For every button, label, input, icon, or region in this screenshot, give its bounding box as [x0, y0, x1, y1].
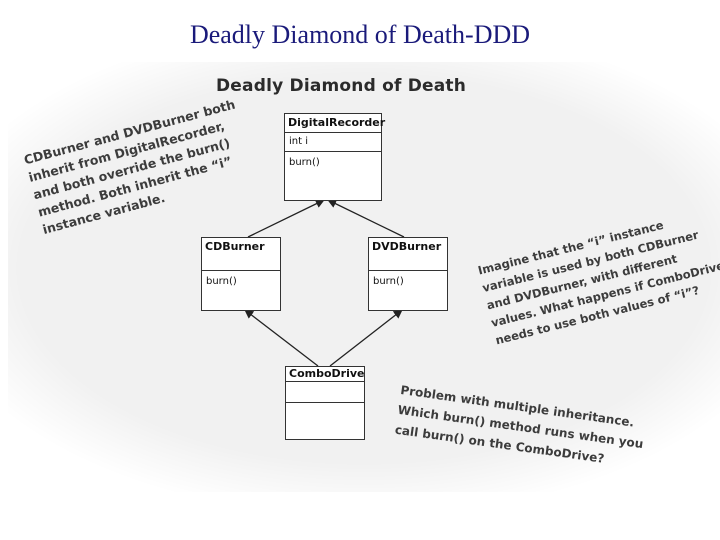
- class-attribute-section: [286, 382, 364, 403]
- class-name: DVDBurner: [369, 238, 447, 271]
- class-attribute: int i: [285, 133, 381, 152]
- arrow-cdburner-to-digitalrecorder: [247, 199, 325, 238]
- class-name: ComboDrive: [286, 367, 364, 382]
- class-cdburner: CDBurner burn(): [201, 237, 281, 311]
- class-name: CDBurner: [202, 238, 280, 271]
- arrow-combodrive-to-cdburner: [244, 309, 319, 367]
- class-method: burn(): [373, 276, 404, 287]
- class-method: burn(): [206, 276, 237, 287]
- class-method: burn(): [289, 157, 320, 168]
- class-combodrive: ComboDrive: [285, 366, 365, 440]
- class-dvdburner: DVDBurner burn(): [368, 237, 448, 311]
- figure-heading: Deadly Diamond of Death: [216, 76, 467, 96]
- class-name: DigitalRecorder: [285, 114, 385, 133]
- class-digitalrecorder: DigitalRecorder int i burn(): [284, 113, 385, 201]
- arrow-combodrive-to-dvdburner: [329, 309, 403, 367]
- slide-title: Deadly Diamond of Death-DDD: [189, 20, 531, 49]
- arrow-dvdburner-to-digitalrecorder: [327, 199, 405, 238]
